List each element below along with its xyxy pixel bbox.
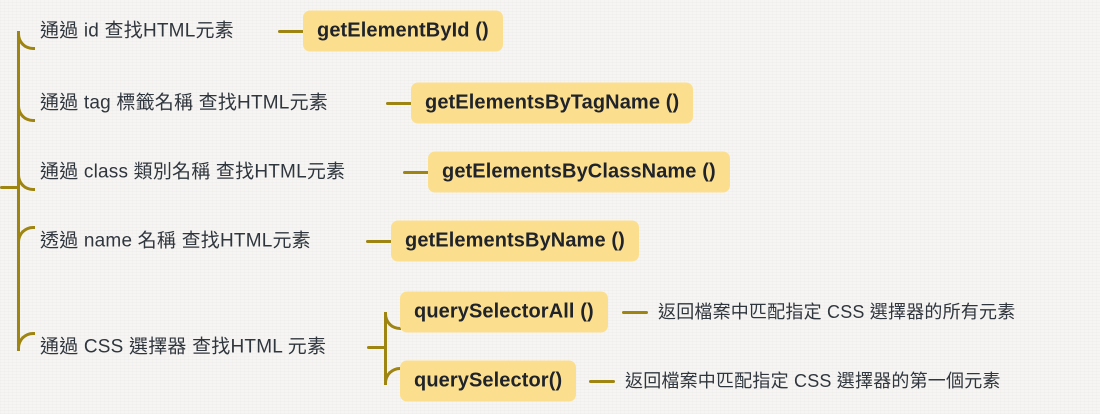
connector-dash-2 xyxy=(386,102,412,105)
branch-label-css-selector: 通過 CSS 選擇器 查找HTML 元素 xyxy=(40,336,327,358)
connector-dash-3 xyxy=(403,171,429,174)
branch-connector-5 xyxy=(17,332,35,351)
method-badge-querySelectorAll[interactable]: querySelectorAll () xyxy=(400,291,608,333)
root-stub xyxy=(0,186,19,189)
branch-label-name: 透過 name 名稱 查找HTML元素 xyxy=(40,230,311,252)
connector-dash-1 xyxy=(278,30,304,33)
connector-dash-5b xyxy=(589,380,615,383)
description-querySelectorAll: 返回檔案中匹配指定 CSS 選擇器的所有元素 xyxy=(658,302,1016,322)
method-badge-getElementsByClassName[interactable]: getElementsByClassName () xyxy=(428,151,730,193)
method-badge-querySelector[interactable]: querySelector() xyxy=(400,360,577,402)
method-badge-getElementById[interactable]: getElementById () xyxy=(303,10,503,52)
branch-connector-1 xyxy=(17,31,35,50)
method-badge-getElementsByName[interactable]: getElementsByName () xyxy=(391,220,639,262)
sub-branch-connector-2 xyxy=(384,367,401,385)
connector-dash-4 xyxy=(366,240,392,243)
description-querySelector: 返回檔案中匹配指定 CSS 選擇器的第一個元素 xyxy=(625,371,1001,391)
connector-dash-5a xyxy=(622,311,648,314)
branch-connector-4 xyxy=(17,226,35,245)
sub-bracket-stub xyxy=(367,346,386,349)
root-spine xyxy=(17,31,20,347)
branch-connector-3 xyxy=(17,172,35,191)
branch-connector-2 xyxy=(17,103,35,122)
method-badge-getElementsByTagName[interactable]: getElementsByTagName () xyxy=(411,82,694,124)
sub-branch-connector-1 xyxy=(384,312,401,330)
branch-label-tag: 通過 tag 標籤名稱 查找HTML元素 xyxy=(40,92,328,114)
sub-bracket-spine xyxy=(384,312,387,382)
branch-label-class: 通過 class 類別名稱 查找HTML元素 xyxy=(40,161,346,183)
branch-label-id: 通過 id 查找HTML元素 xyxy=(40,20,234,42)
